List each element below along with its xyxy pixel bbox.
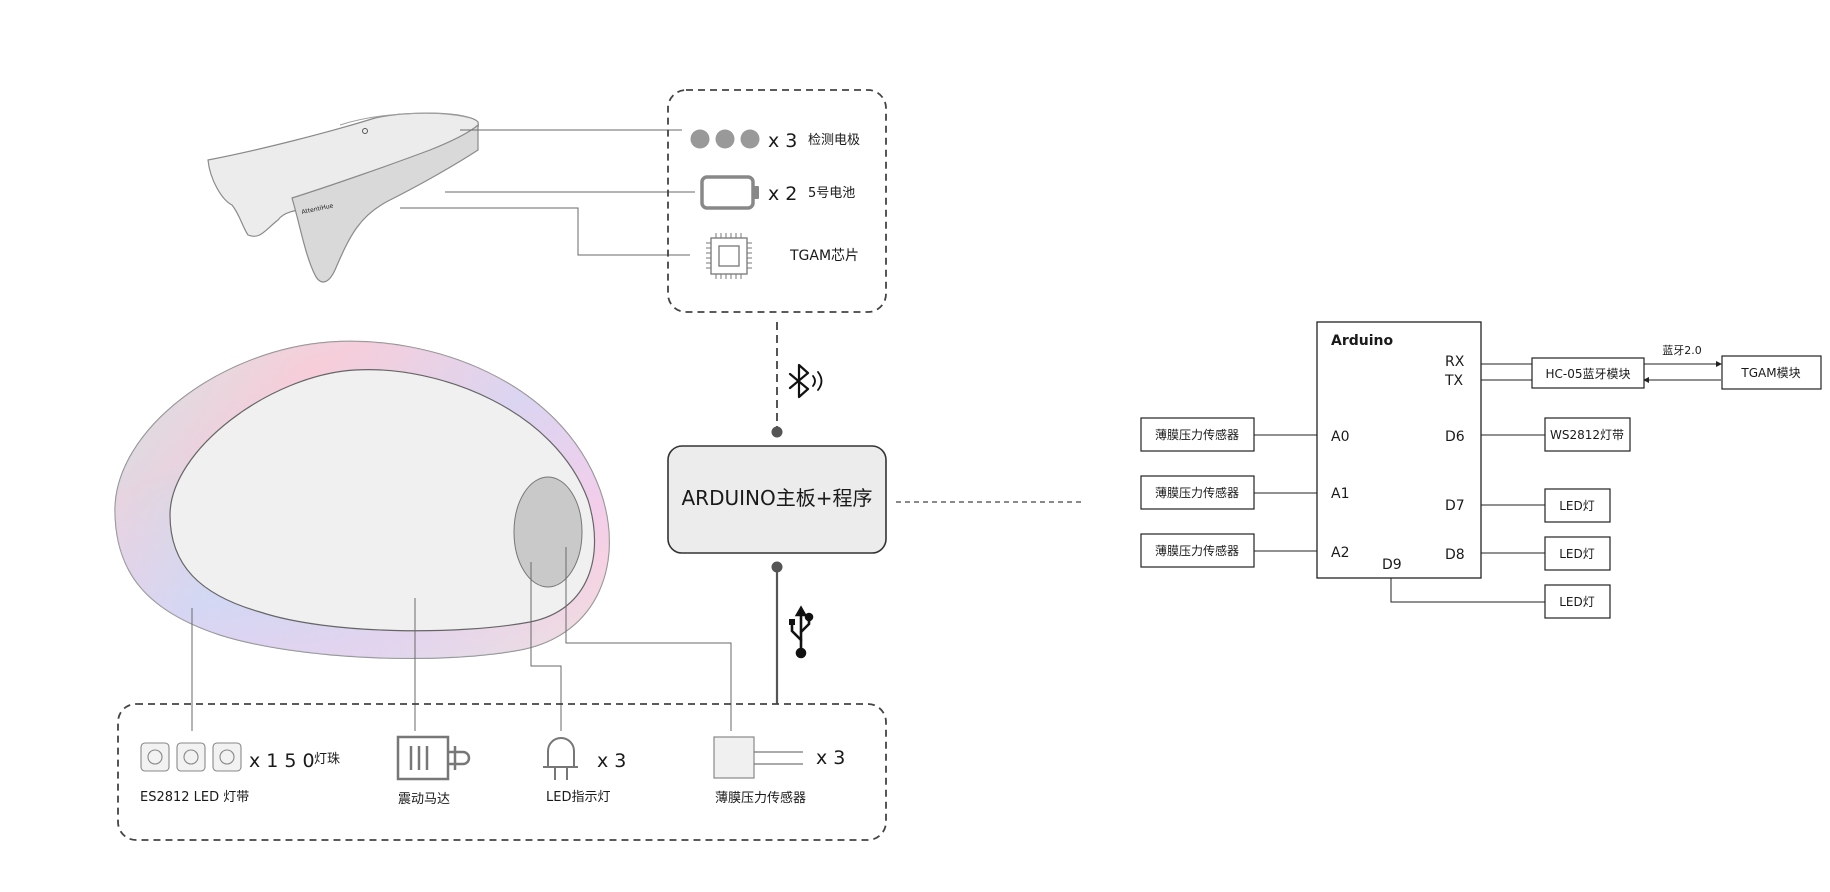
- tgam-module-box: [1721, 355, 1822, 390]
- bt-module-box: [1531, 357, 1645, 389]
- chip-label: TGAM芯片: [789, 248, 859, 264]
- pin-a2: A2: [1331, 545, 1349, 561]
- device-parts-box: [117, 703, 887, 841]
- bt-link-label: 蓝牙2.0: [1662, 344, 1702, 357]
- led-box: [1544, 488, 1611, 523]
- electrodes-label: 检测电极: [808, 133, 860, 148]
- pin-d8: D8: [1445, 547, 1465, 563]
- headband-connectors: [400, 129, 695, 256]
- sensor-label: 薄膜压力传感器: [715, 790, 806, 806]
- motor-label: 震动马达: [398, 792, 450, 807]
- pressure-sensor-box: [1140, 475, 1255, 510]
- pin-d6: D6: [1445, 429, 1465, 445]
- pressure-sensor-label: 薄膜压力传感器: [1155, 427, 1239, 442]
- pressure-sensor-box: [1140, 417, 1255, 452]
- usb-link-dot: [771, 561, 783, 573]
- led-indicator-count: x 3: [597, 750, 626, 772]
- pressure-sensor-icon: [713, 736, 803, 779]
- arduino-board-title: Arduino: [1331, 333, 1393, 349]
- tgam-module-label: TGAM模块: [1740, 366, 1800, 380]
- pressure-sensor-label: 薄膜压力传感器: [1155, 543, 1239, 558]
- pin-a0: A0: [1331, 429, 1349, 445]
- led-box: [1544, 584, 1611, 619]
- led-strip-label: ES2812 LED 灯带: [140, 790, 249, 805]
- electrodes-count: x 3: [768, 130, 797, 152]
- led-bead-icon: [140, 742, 242, 772]
- pin-a1: A1: [1331, 486, 1349, 502]
- device-connectors: [191, 547, 732, 731]
- battery-icon: [700, 175, 759, 210]
- led-box: [1544, 536, 1611, 571]
- led-indicator-icon: [543, 737, 578, 780]
- led-module-label: LED灯: [1559, 499, 1595, 513]
- led-module-label: LED灯: [1559, 595, 1595, 609]
- bt-module-label: HC-05蓝牙模块: [1545, 367, 1630, 381]
- circuit-diagram: Arduino RX TX A0 A1 A2 D6 D7 D8 D9 HC-05…: [1140, 321, 1822, 619]
- circuit-wires: [1254, 361, 1722, 603]
- chip-icon: [706, 233, 752, 279]
- battery-label: 5号电池: [808, 186, 855, 201]
- sensor-count: x 3: [816, 747, 845, 769]
- pin-rx: RX: [1445, 354, 1465, 370]
- electrode-icon: [690, 129, 760, 149]
- arduino-board-box: [1316, 321, 1482, 579]
- usb-icon: [789, 605, 814, 659]
- bluetooth-icon: [788, 363, 823, 399]
- led-strip-module-label: WS2812灯带: [1550, 428, 1624, 442]
- led-module-label: LED灯: [1559, 547, 1595, 561]
- main-board-label: ARDUINO主板+程序: [682, 486, 873, 510]
- led-strip-box: [1544, 417, 1631, 452]
- headband-illustration: AttentiHue: [207, 112, 479, 283]
- vibration-motor-icon: [396, 735, 471, 781]
- pressure-sensor-box: [1140, 533, 1255, 568]
- battery-count: x 2: [768, 183, 797, 205]
- led-strip-count: x 1 5 0: [249, 750, 315, 772]
- bluetooth-link-dot: [771, 426, 783, 438]
- pressure-sensor-label: 薄膜压力传感器: [1155, 485, 1239, 500]
- device-illustration: [114, 340, 610, 660]
- pin-d7: D7: [1445, 498, 1465, 514]
- headband-parts-box: [667, 89, 887, 313]
- led-strip-unit: 灯珠: [314, 752, 340, 767]
- led-indicator-label: LED指示灯: [546, 790, 610, 805]
- pin-tx: TX: [1444, 373, 1464, 389]
- main-board-box: [667, 445, 887, 554]
- pin-d9: D9: [1382, 557, 1402, 573]
